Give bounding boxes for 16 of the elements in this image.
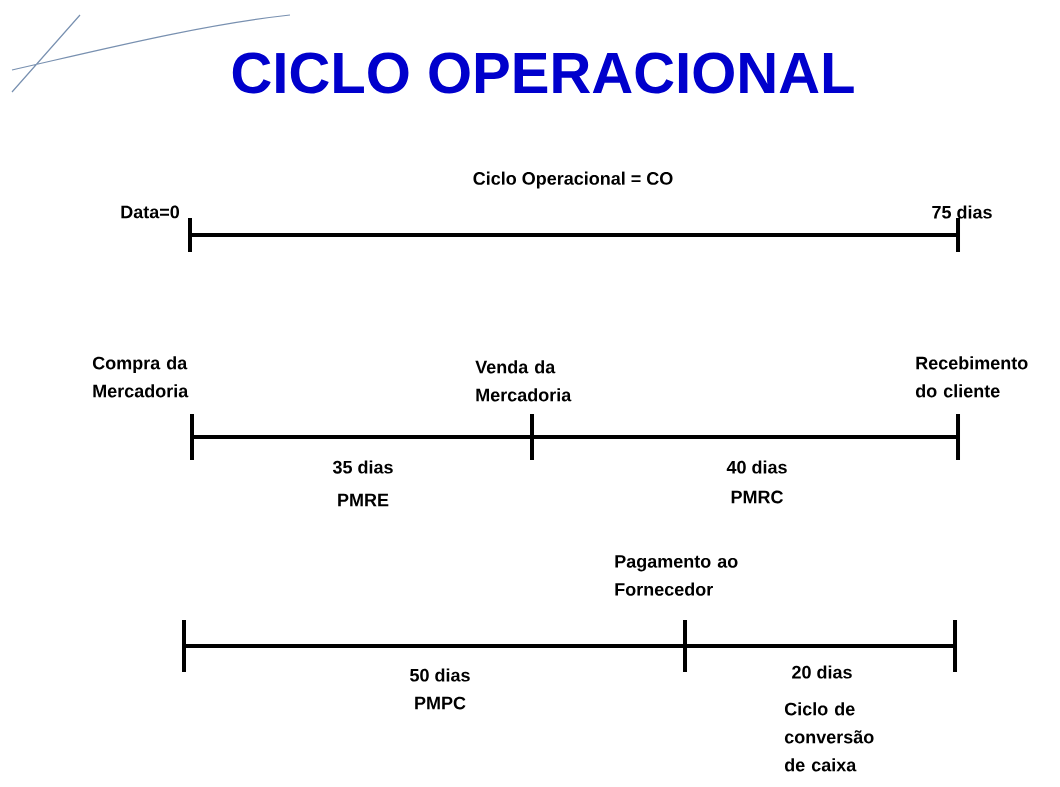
label: Pagamento ao Fornecedor — [615, 555, 738, 596]
label: Recebimento do cliente — [915, 356, 1028, 398]
title: CICLO OPERACIONAL — [232, 52, 854, 94]
label: 20 dias — [792, 665, 852, 679]
label: Data=0 — [121, 205, 179, 219]
label: Compra da Mercadoria — [92, 356, 189, 398]
label: PMRC — [731, 490, 783, 504]
label: Venda da Mercadoria — [475, 360, 572, 402]
label: 75 dias — [932, 205, 992, 219]
label: Ciclo Operacional = CO — [473, 171, 673, 189]
label: Ciclo de conversão de caixa — [784, 702, 874, 772]
label: PMPC — [415, 696, 466, 710]
label: 50 dias — [410, 668, 470, 682]
label: 35 dias — [332, 460, 393, 474]
label: PMRE — [338, 493, 389, 507]
label: 40 dias — [726, 460, 787, 474]
